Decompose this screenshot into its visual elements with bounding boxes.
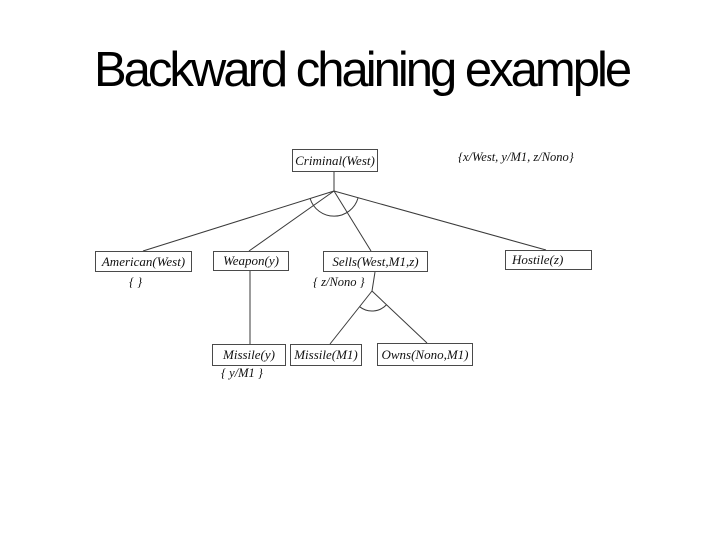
node-weapon: Weapon(y) [213,251,289,271]
node-owns: Owns(Nono,M1) [377,343,473,366]
slide-title: Backward chaining example [94,43,632,97]
node-sells: Sells(West,M1,z) [323,251,428,272]
edge-sells-owns [371,290,428,344]
node-missile-m1: Missile(M1) [290,344,362,366]
edge-criminal-weapon [248,190,335,252]
edge-sells-stem [371,271,376,292]
and-arc-criminal [309,197,359,217]
node-missile-y: Missile(y) [212,344,286,366]
edge-criminal-sells [333,190,372,252]
node-criminal: Criminal(West) [292,149,378,172]
root-substitution: {x/West, y/M1, z/Nono} [458,150,574,164]
edge-criminal-hostile [333,190,547,251]
edge-criminal-american [142,190,335,252]
node-american: American(West) [95,251,192,272]
edge-sells-missile-m1 [329,290,373,345]
substitution-sells: { z/Nono } [313,275,365,289]
and-arc-sells [359,304,387,312]
node-hostile: Hostile(z) [505,250,592,270]
substitution-american: { } [129,275,143,289]
substitution-missile-y: { y/M1 } [221,366,263,380]
